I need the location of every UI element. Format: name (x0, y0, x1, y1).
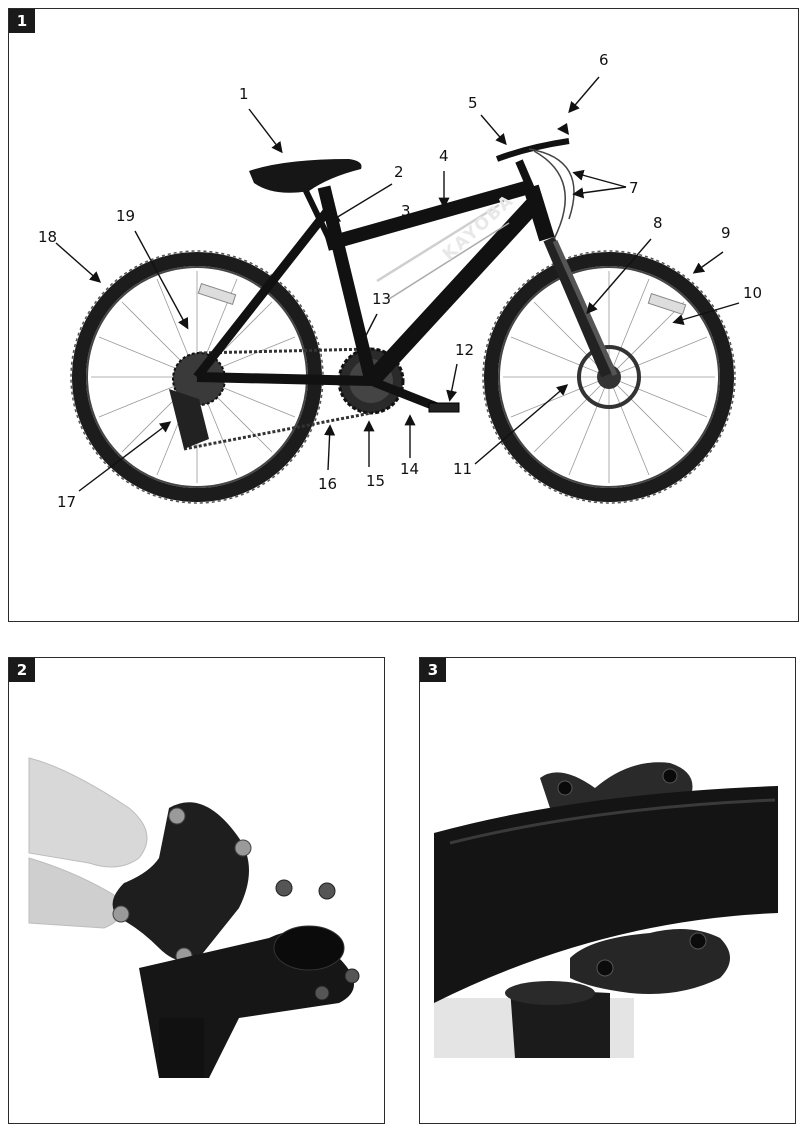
callout-6: 6 (599, 51, 609, 69)
callout-17: 17 (57, 493, 76, 511)
callout-2: 2 (394, 163, 404, 181)
front-wheel (482, 250, 736, 504)
callout-5: 5 (468, 94, 478, 112)
callout-7: 7 (629, 179, 639, 197)
stem-faceplate-photo (28, 757, 360, 1078)
figure-2-panel: 2 (8, 657, 385, 1124)
handlebar-clamp-photo (434, 762, 778, 1058)
callout-9: 9 (721, 224, 731, 242)
callout-12: 12 (455, 341, 474, 359)
bicycle-illustration: KAYOBA (38, 51, 762, 511)
callout-13: 13 (372, 290, 391, 308)
callout-10: 10 (743, 284, 762, 302)
figure-3-number: 3 (420, 658, 446, 682)
callout-19: 19 (116, 207, 135, 225)
callout-18: 18 (38, 228, 57, 246)
callout-11: 11 (453, 460, 472, 478)
figure-1-number: 1 (9, 9, 35, 33)
figure-1-panel: 1 (8, 8, 799, 622)
figure-3-panel: 3 (419, 657, 796, 1124)
figure-2-number: 2 (9, 658, 35, 682)
callout-3: 3 (401, 202, 411, 220)
callout-4: 4 (439, 147, 449, 165)
callout-labels: 1 2 3 4 5 6 7 8 9 10 11 12 13 14 15 16 1… (38, 51, 762, 511)
callout-1: 1 (239, 85, 249, 103)
callout-14: 14 (400, 460, 419, 478)
callout-16: 16 (318, 475, 337, 493)
callout-15: 15 (366, 472, 385, 490)
callout-arrows (55, 76, 740, 492)
callout-8: 8 (653, 214, 663, 232)
saddle-and-handlebar (249, 123, 575, 251)
